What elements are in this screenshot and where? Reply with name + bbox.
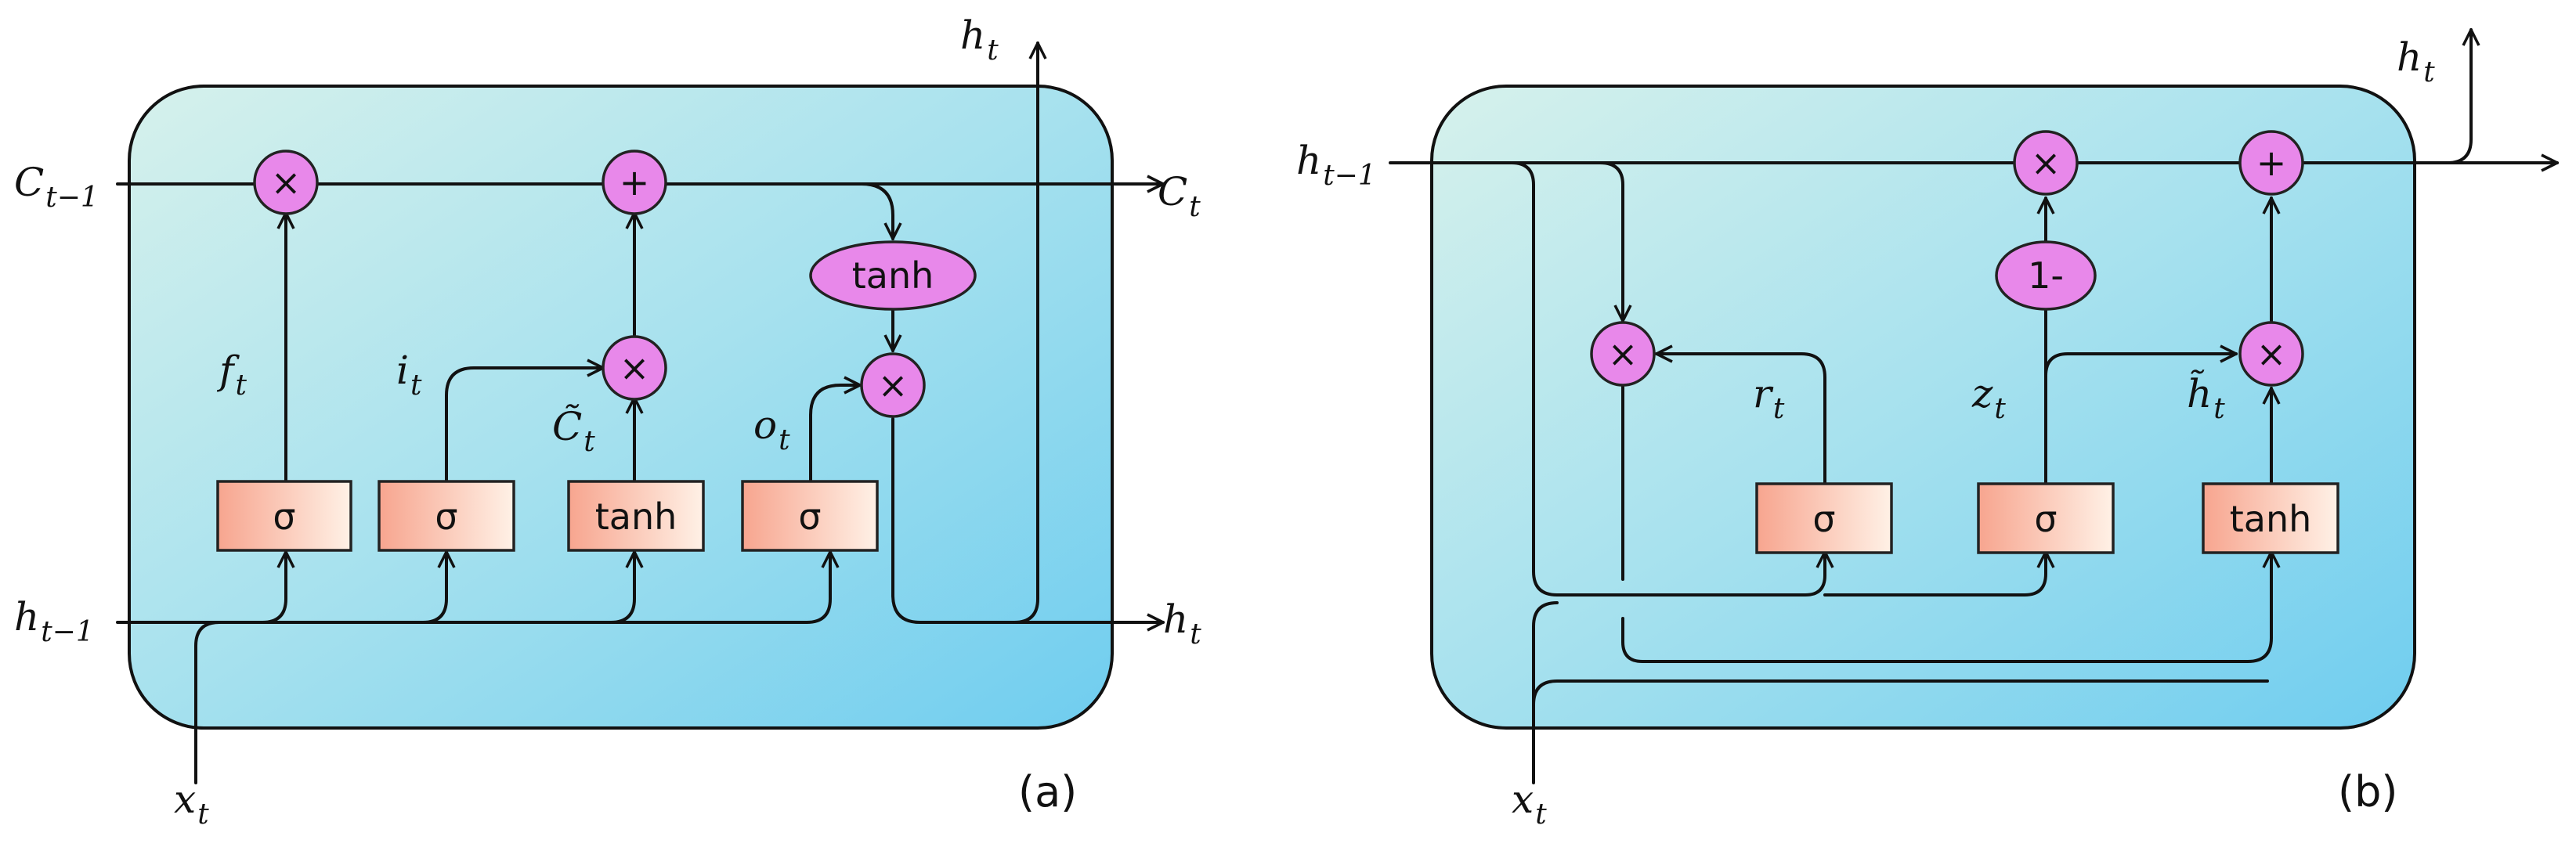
- forget-gate-symbol: ft: [216, 348, 247, 402]
- forget-gate: σ: [216, 480, 352, 552]
- panel-a-lstm: σ σ tanh σ × +: [14, 13, 1201, 831]
- one-minus-op: 1-: [1995, 240, 2097, 311]
- panel-a-label: (a): [1018, 767, 1077, 816]
- lstm-labels: Ct−1 Ct ht−1 ht ht xt ft it C̃t ot: [14, 13, 1201, 831]
- x-input-line: [1532, 601, 1559, 784]
- gru-connections: [1389, 28, 2559, 784]
- output-gate-to-mul-line: [809, 385, 862, 483]
- candidate-symbol: h̃t: [2187, 369, 2225, 425]
- c-prev-label: Ct−1: [14, 160, 99, 214]
- update-gate-symbol: zt: [1971, 371, 2006, 425]
- multiply-symbol: ×: [1608, 333, 1638, 375]
- reset-multiply-op: ×: [1590, 321, 1656, 387]
- one-minus-label: 1-: [2028, 254, 2064, 297]
- candidate-gate-label: tanh: [2230, 498, 2312, 540]
- forget-branch-line: [261, 550, 286, 624]
- gru-labels: ht−1 ht xt rt zt h̃t: [1296, 34, 2435, 831]
- add-symbol: +: [620, 161, 650, 204]
- multiply-symbol: ×: [620, 347, 650, 389]
- add-symbol: +: [2256, 142, 2287, 184]
- input-to-mul-line: [445, 368, 605, 483]
- gru-operators: × + 1- × ×: [1590, 130, 2304, 387]
- input-gate-symbol: it: [396, 348, 422, 402]
- cell-add-op: +: [602, 150, 667, 215]
- input-multiply-op: ×: [602, 335, 667, 401]
- input-gate: σ: [378, 480, 515, 552]
- reset-gate-symbol: rt: [1753, 371, 1785, 425]
- input-branch-line: [421, 550, 446, 624]
- output-gate-symbol: ot: [753, 402, 790, 456]
- gru-gates: σ σ tanh: [1755, 482, 2339, 554]
- candidate-symbol: C̃t: [552, 403, 595, 458]
- hidden-up-line: [1013, 41, 1038, 624]
- hidden-add-op: +: [2238, 130, 2304, 196]
- lstm-gates: σ σ tanh σ: [216, 480, 879, 552]
- output-gate-label: σ: [798, 496, 821, 538]
- forget-gate-label: σ: [273, 496, 295, 538]
- candidate-gate-label: tanh: [595, 496, 677, 538]
- update-multiply-op: ×: [2013, 130, 2079, 196]
- update-gate-label: σ: [2034, 498, 2057, 540]
- reset-gate-label: σ: [1812, 498, 1835, 540]
- hidden-output-line: [891, 417, 1165, 622]
- hidden-up-line: [2446, 28, 2471, 164]
- x-input-line: [194, 621, 221, 784]
- x-to-candidate-line: [1532, 679, 2269, 706]
- input-gate-label: σ: [435, 496, 457, 538]
- hidden-input-line: [116, 550, 830, 624]
- output-gate: σ: [741, 480, 879, 552]
- forget-multiply-op: ×: [253, 150, 319, 215]
- tanh-op-label: tanh: [852, 254, 934, 297]
- panel-b-label: (b): [2338, 767, 2397, 816]
- panel-b-gru: σ σ tanh × + 1-: [1296, 28, 2559, 831]
- reset-gate-to-mul-line: [1655, 354, 1826, 485]
- h-out-label: ht: [1163, 597, 1201, 651]
- multiply-symbol: ×: [2031, 142, 2061, 184]
- x-input-label: xt: [174, 777, 209, 831]
- candidate-gate: tanh: [567, 480, 705, 552]
- update-gate: σ: [1977, 482, 2115, 554]
- h-prev-label: ht−1: [14, 594, 94, 648]
- x-input-label: xt: [1512, 777, 1547, 831]
- h-prev-label: ht−1: [1296, 138, 1376, 192]
- reset-gate: σ: [1755, 482, 1893, 554]
- c-out-label: Ct: [1158, 169, 1201, 223]
- candidate-multiply-op: ×: [2238, 321, 2304, 387]
- h-top-label: ht: [2397, 34, 2435, 88]
- tanh-op: tanh: [809, 240, 977, 311]
- gru-cell-box: [1430, 85, 2416, 730]
- x-to-update-line: [1823, 550, 2046, 597]
- cell-to-tanh-line: [860, 182, 893, 240]
- reset-to-candidate-line: [1621, 550, 2271, 663]
- h-top-label: ht: [960, 13, 999, 67]
- hidden-down-left-line: [1510, 161, 1825, 597]
- lstm-operators: × + × tanh ×: [253, 150, 977, 418]
- output-multiply-op: ×: [860, 352, 926, 418]
- candidate-gate: tanh: [2202, 482, 2339, 554]
- update-to-candidate-mul-line: [2044, 354, 2238, 377]
- candidate-branch-line: [609, 550, 634, 624]
- multiply-symbol: ×: [271, 161, 302, 204]
- hidden-to-reset-mul-line: [1599, 161, 1623, 323]
- multiply-symbol: ×: [878, 364, 909, 406]
- multiply-symbol: ×: [2256, 333, 2287, 375]
